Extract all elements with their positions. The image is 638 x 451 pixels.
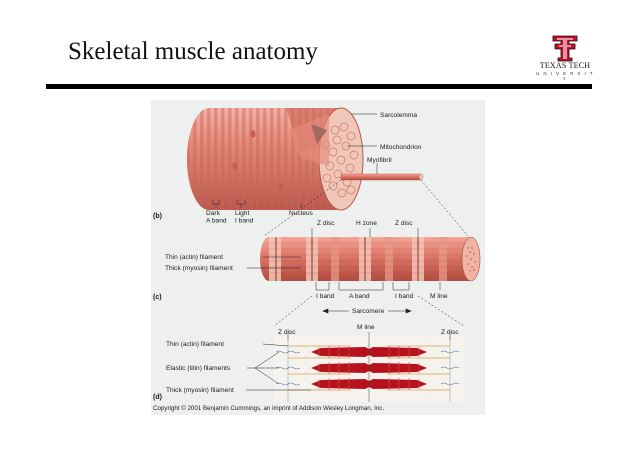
label-panel-b: (b) [153, 213, 162, 220]
label-panel-c: (c) [153, 294, 162, 301]
label-i-band-c-left: I band [316, 293, 335, 300]
title-rule [46, 84, 592, 89]
logo-subtitle: U N I V E R S I T Y [536, 71, 594, 81]
muscle-fiber-panel-b [187, 107, 424, 211]
sarcomere-panel-d [274, 332, 464, 402]
myofibril-panel-c [260, 236, 481, 282]
double-t-icon [552, 35, 578, 62]
label-m-line-c: M line [430, 293, 448, 300]
label-elastic-filaments: Elastic (titin) filaments [166, 365, 231, 372]
label-sarcolemma: Sarcolemma [380, 112, 417, 119]
label-thick-filament-c: Thick (myosin) filament [165, 265, 233, 272]
texas-tech-logo: TEXAS TECH U N I V E R S I T Y [536, 34, 594, 81]
label-panel-d: (d) [153, 394, 162, 401]
label-mitochondrion: Mitochondrion [380, 144, 422, 151]
logo-name: TEXAS TECH [539, 61, 591, 70]
slide-title: Skeletal muscle anatomy [68, 38, 318, 65]
label-thin-filament-d: Thin (actin) filament [166, 341, 224, 348]
label-thin-filament-c: Thin (actin) filament [165, 254, 223, 261]
label-sarcomere: Sarcomere [352, 308, 385, 315]
label-z-disc-d-left: Z disc [278, 329, 296, 336]
label-z-disc-d-right: Z disc [441, 329, 459, 336]
label-h-zone: H zone [356, 220, 377, 227]
label-z-disc-c-right: Z disc [395, 220, 413, 227]
label-thick-filament-d: Thick (myosin) filament [166, 387, 234, 394]
label-z-disc-c-left: Z disc [317, 220, 335, 227]
label-i-band-c-right: I band [395, 293, 414, 300]
label-myofibril: Myofibril [367, 157, 392, 164]
figure-copyright: Copyright © 2001 Benjamin Cummings, an i… [153, 405, 385, 412]
label-nucleus: Nucleus [289, 210, 314, 217]
label-a-band: A band [349, 293, 370, 300]
label-m-line-d: M line [357, 324, 375, 331]
